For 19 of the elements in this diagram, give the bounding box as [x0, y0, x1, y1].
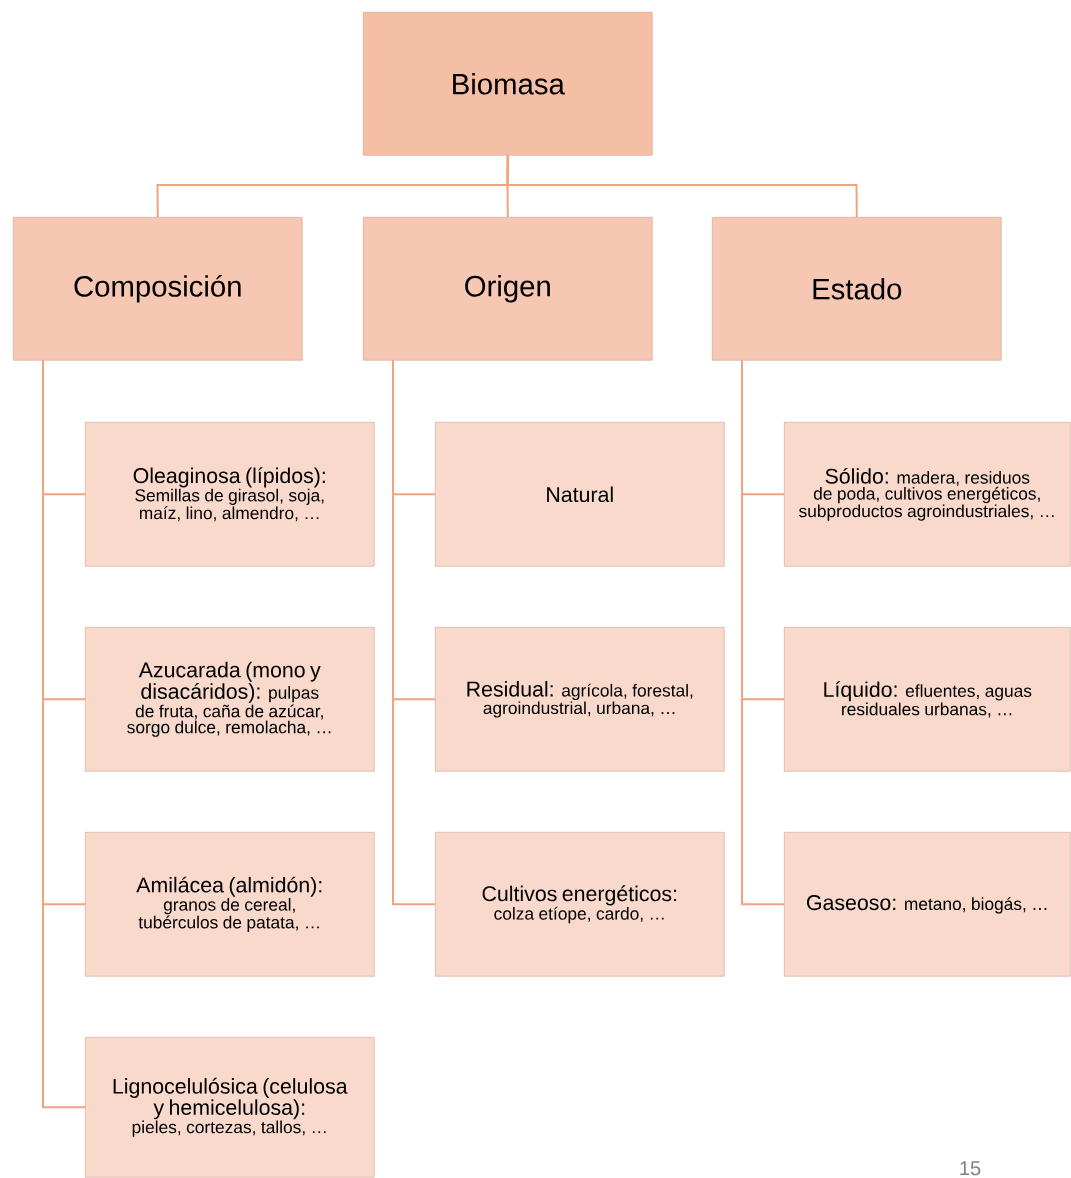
connector-line [506, 154, 858, 218]
class-box: Natural [435, 422, 725, 567]
category-box: Biomasa [363, 12, 653, 156]
class-box: Amilácea (almidón): granos de cereal, tubérculos de patata, … [85, 832, 375, 977]
connector-line [392, 359, 436, 906]
class-box: Cultivos energéticos: colza etíope, cardo, … [435, 832, 725, 977]
class-box: Oleaginosa (lípidos): Semillas de girasol, soja, maíz, lino, almendro, … [85, 422, 375, 567]
class-box: Sólido: madera, residuos de poda, cultivos energéticos, subproductos agroindustriales, … [784, 422, 1071, 567]
class-box: Azucarada (mono y disacáridos): pulpas de fruta, caña de azúcar, sorgo dulce, remolacha, … [85, 627, 375, 772]
class-box: Residual: agrícola, forestal, agroindustrial, urbana, … [435, 627, 725, 772]
connector-line [42, 359, 86, 1109]
connector-line [741, 359, 785, 906]
page-number: 15 [960, 1161, 981, 1176]
class-box: Gaseoso: metano, biogás, … [784, 832, 1071, 977]
category-box: Estado [712, 217, 1002, 361]
class-box: Líquido: efluentes, aguas residuales urbanas, … [784, 627, 1071, 772]
class-box: Lignocelulósica (celulosa y hemicelulosa): pieles, cortezas, tallos, … [85, 1037, 375, 1178]
category-box: Origen [363, 217, 653, 361]
category-box: Composición [13, 217, 303, 361]
